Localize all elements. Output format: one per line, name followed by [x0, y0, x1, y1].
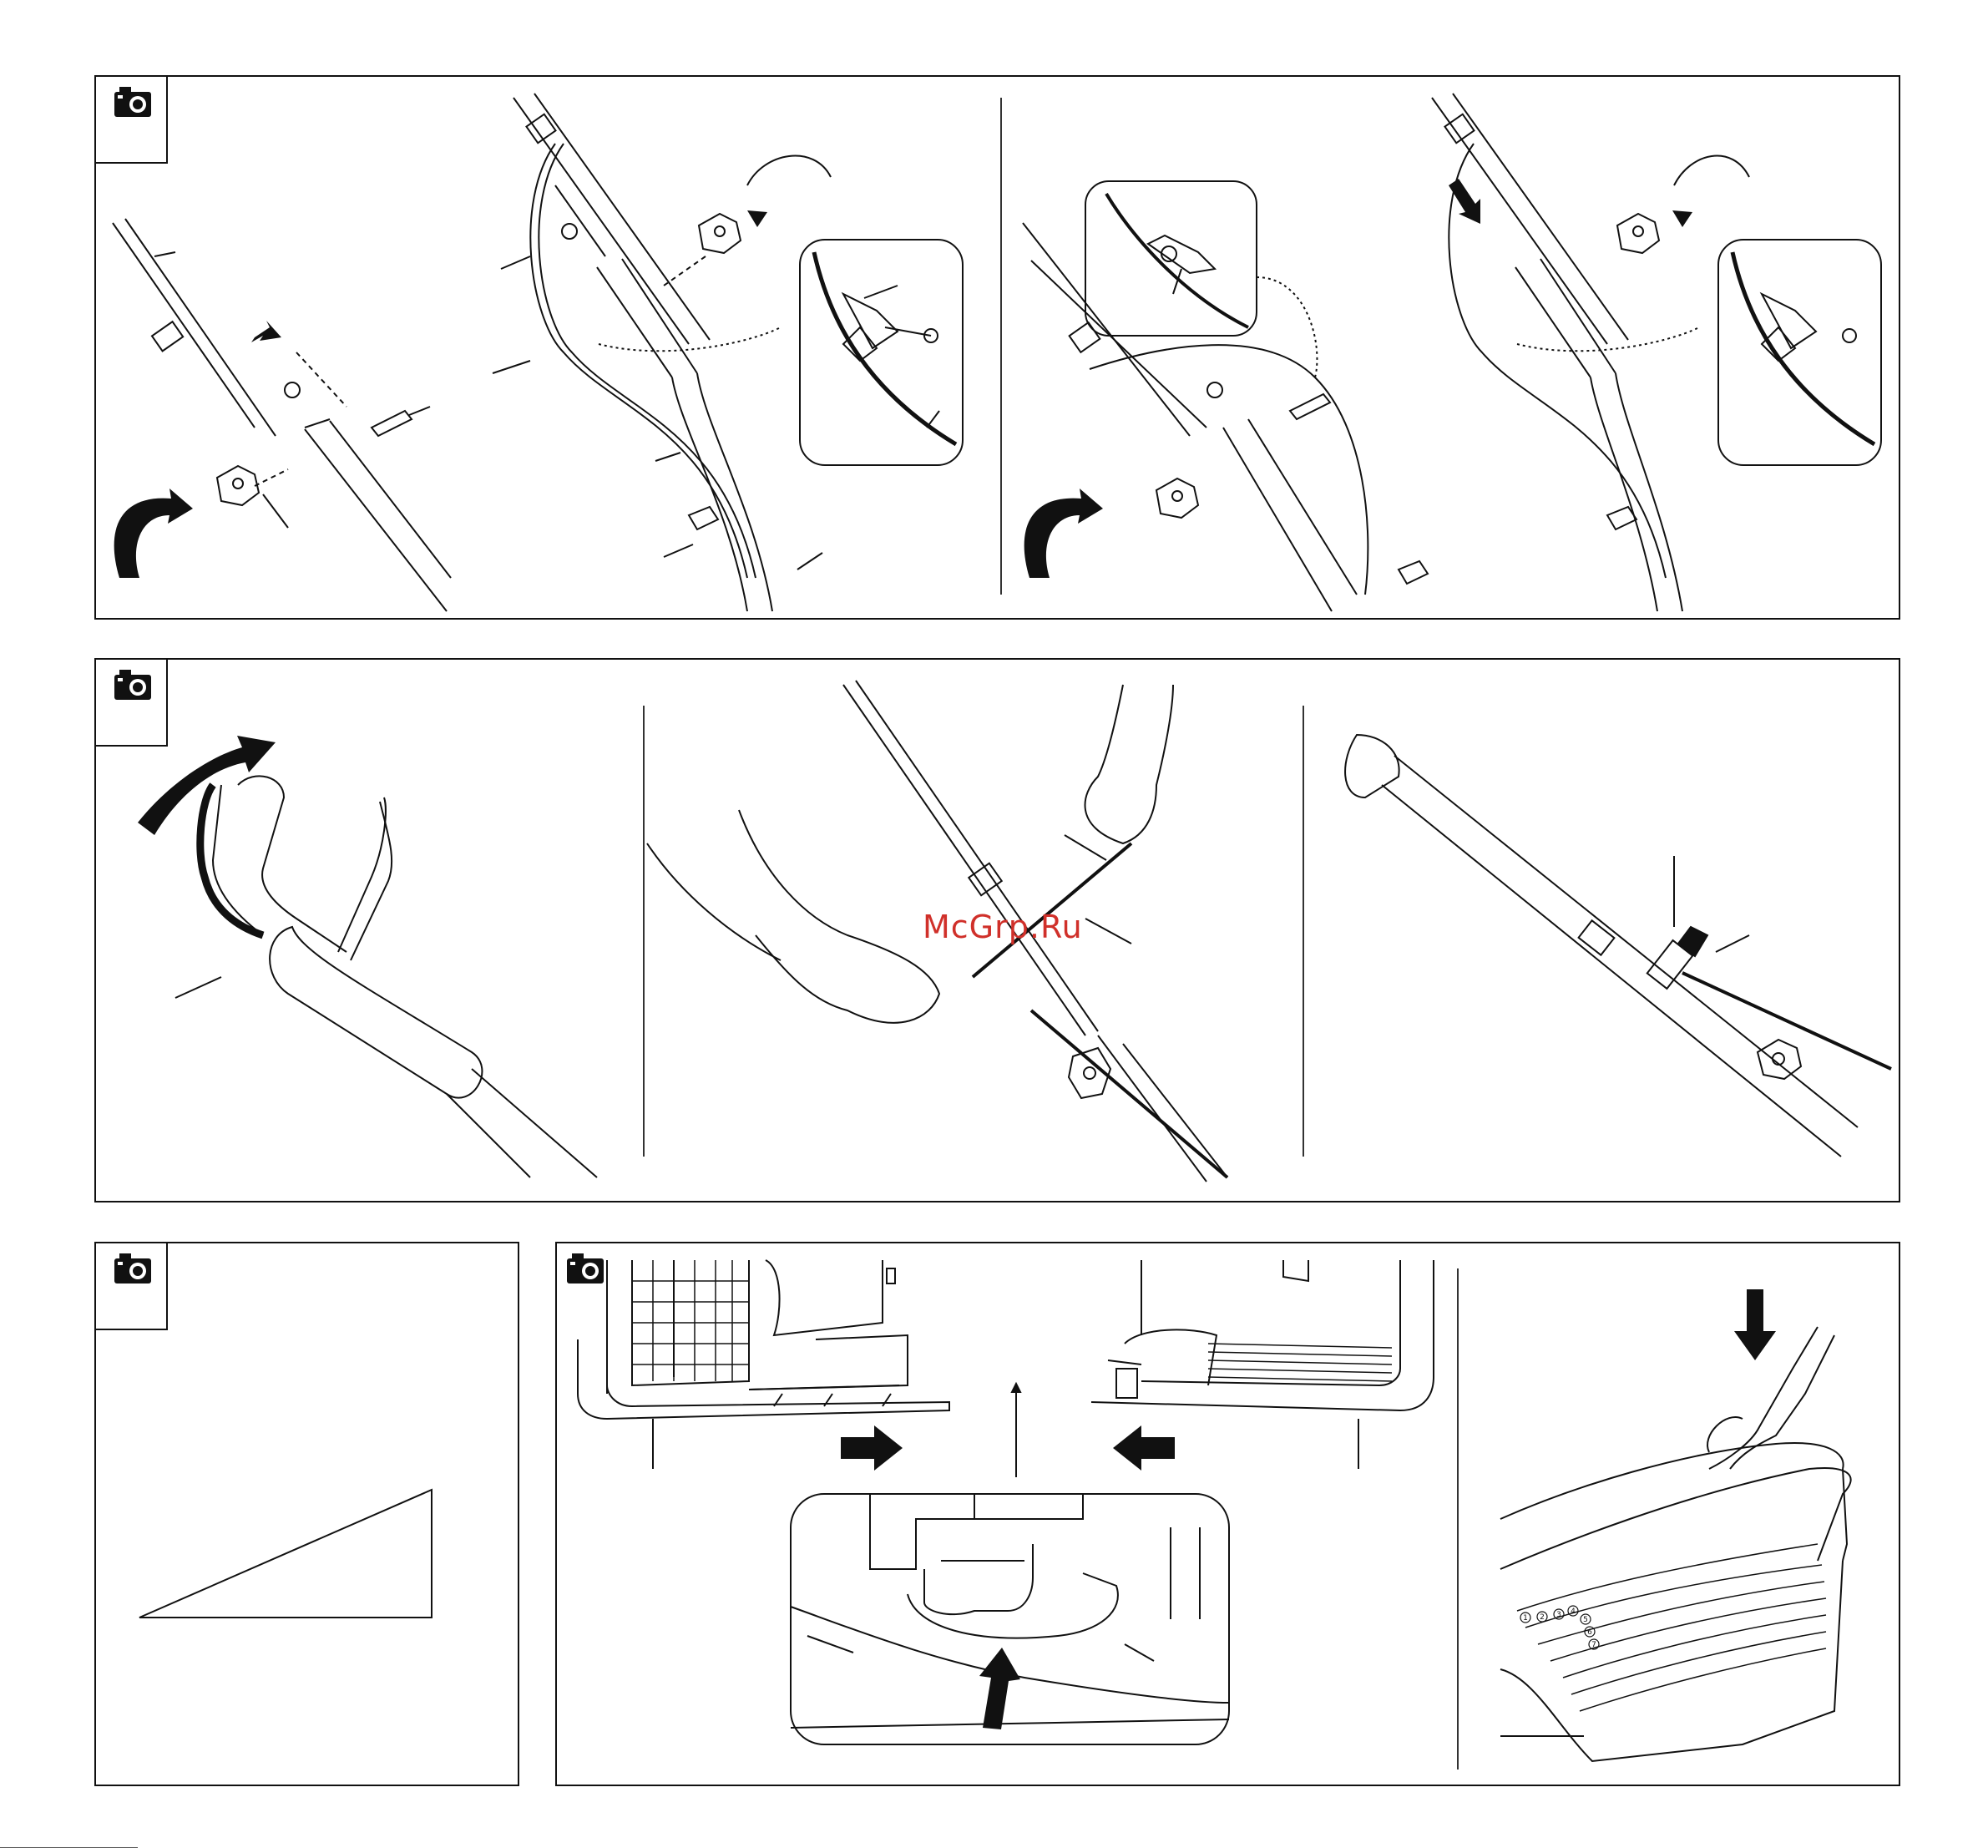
arrow-icon	[114, 489, 193, 578]
arrow-icon	[841, 1425, 903, 1471]
arrow-icon	[747, 210, 767, 227]
watermark: McGrp.Ru	[923, 909, 1083, 945]
height-number: 4	[1571, 1608, 1576, 1616]
arrow-icon	[1449, 179, 1480, 224]
panel-handle-unfold-cable: McGrp.Ru	[94, 658, 1900, 1202]
panel-grass-catcher-assembly: 1 2 3 4 5 6 7	[555, 1242, 1900, 1786]
height-number: 1	[1523, 1614, 1528, 1623]
illustration-grass-catcher: 1 2 3 4 5 6 7	[557, 1243, 1899, 1786]
arrow-icon	[979, 1648, 1020, 1729]
arrow-icon	[1734, 1289, 1776, 1360]
panel-handle-cable-assembly	[94, 75, 1900, 620]
height-number: 7	[1591, 1641, 1596, 1649]
arrow-icon	[138, 736, 276, 835]
height-wedge-diagram	[96, 1243, 518, 1786]
height-number: 5	[1583, 1616, 1588, 1624]
arrow-icon	[1672, 210, 1692, 227]
panel-cutting-height	[94, 1242, 519, 1786]
height-number: 3	[1556, 1611, 1561, 1619]
height-number: 6	[1587, 1628, 1592, 1637]
illustration-handle-cable	[96, 77, 1899, 620]
arrow-icon	[1113, 1425, 1175, 1471]
arrow-icon	[251, 321, 281, 342]
arrow-icon	[1024, 489, 1103, 578]
height-number: 2	[1540, 1613, 1545, 1622]
